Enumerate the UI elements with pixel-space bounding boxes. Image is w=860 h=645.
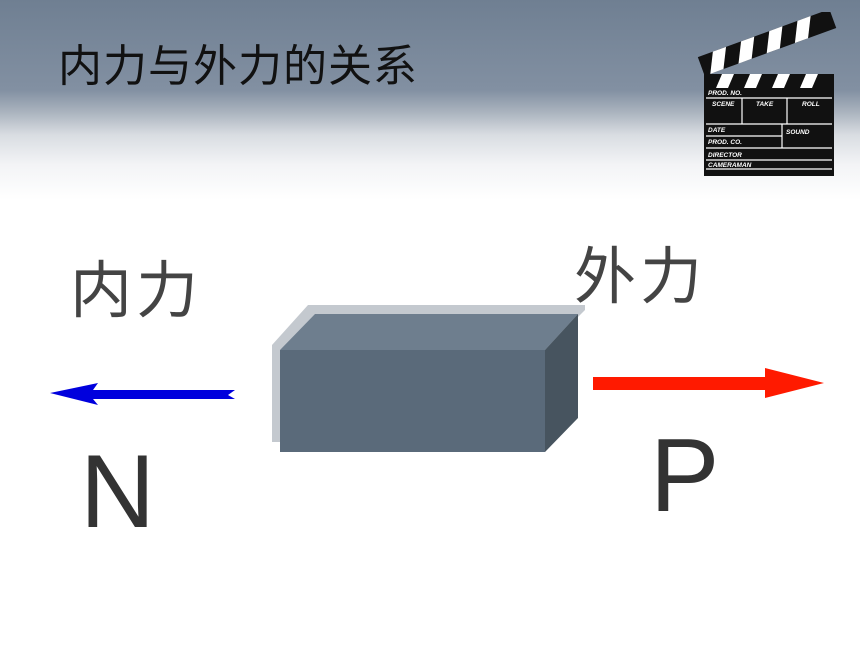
n-label: N — [80, 434, 156, 550]
internal-force-arrow — [50, 383, 235, 405]
external-force-arrow — [593, 368, 824, 398]
slide-title: 内力与外力的关系 — [58, 41, 418, 92]
clap-sound: SOUND — [786, 129, 810, 136]
clap-prod-no: PROD. NO. — [708, 90, 742, 97]
block-side — [545, 314, 578, 452]
block-front — [280, 350, 545, 452]
clap-roll: ROLL — [802, 101, 820, 108]
clap-prod-co: PROD. CO. — [708, 139, 742, 146]
clap-date: DATE — [708, 127, 726, 134]
block-top — [280, 314, 578, 350]
clapperboard-icon: PROD. NO. SCENE TAKE ROLL DATE SOUND PRO… — [697, 12, 837, 176]
p-label: P — [650, 418, 720, 534]
external-force-label: 外力 — [574, 240, 707, 313]
clap-take: TAKE — [756, 101, 774, 108]
clap-cameraman: CAMERAMAN — [708, 162, 752, 169]
clap-scene: SCENE — [712, 101, 735, 108]
clap-director: DIRECTOR — [708, 152, 742, 159]
internal-force-label: 内力 — [70, 254, 203, 327]
